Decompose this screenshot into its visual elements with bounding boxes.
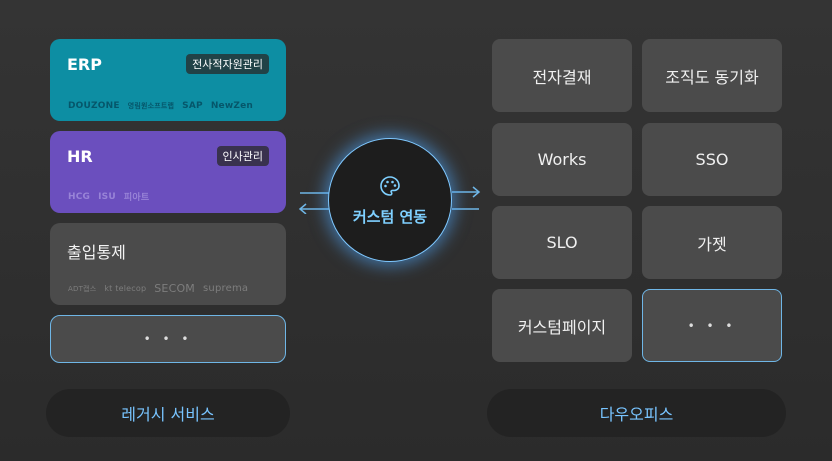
access-control-card: 출입통제 ADT캡스 kt telecop SECOM suprema: [50, 223, 286, 305]
tile-approval: 전자결재: [492, 39, 632, 112]
legacy-service-label: 레거시 서비스: [46, 389, 290, 437]
hr-title: HR: [67, 147, 93, 166]
newzen-logo: NewZen: [210, 101, 254, 111]
younglimwon-logo: 영림원소프트랩: [127, 102, 175, 110]
hr-badge: 인사관리: [216, 146, 269, 166]
custom-integration-hub: 커스텀 연동: [328, 138, 452, 262]
douzone-logo: DOUZONE: [68, 101, 120, 111]
access-control-logos: ADT캡스 kt telecop SECOM suprema: [68, 282, 248, 295]
erp-card: ERP 전사적자원관리 DOUZONE 영림원소프트랩 SAP NewZen: [50, 39, 286, 121]
left-arrows: [298, 192, 330, 214]
sap-logo: SAP: [182, 101, 203, 111]
tile-more: • • •: [642, 289, 782, 362]
secom-logo: SECOM: [154, 282, 195, 295]
hr-card: HR 인사관리 HCG ISU 피아트: [50, 131, 286, 213]
isu-logo: ISU: [98, 191, 116, 202]
access-control-title: 출입통제: [67, 243, 126, 262]
tile-sso: SSO: [642, 123, 782, 196]
suprema-logo: suprema: [203, 283, 249, 294]
adt-caps-logo: ADT캡스: [68, 284, 97, 293]
tile-org-sync: 조직도 동기화: [642, 39, 782, 112]
daou-office-label: 다우오피스: [487, 389, 786, 437]
erp-badge: 전사적자원관리: [186, 54, 269, 74]
piat-logo: 피아트: [123, 193, 150, 203]
hcg-logo: HCG: [68, 191, 91, 202]
kt-telecop-logo: kt telecop: [104, 284, 147, 293]
tile-custom-page: 커스텀페이지: [492, 289, 632, 362]
erp-logos: DOUZONE 영림원소프트랩 SAP NewZen: [68, 101, 253, 111]
tile-works: Works: [492, 123, 632, 196]
palette-icon: [380, 175, 400, 196]
legacy-more-box: • • •: [50, 315, 286, 363]
tile-gadget: 가젯: [642, 206, 782, 279]
right-arrows: [452, 186, 481, 210]
tile-slo: SLO: [492, 206, 632, 279]
hr-logos: HCG ISU 피아트: [68, 190, 150, 204]
hub-label: 커스텀 연동: [352, 207, 428, 226]
erp-title: ERP: [67, 55, 102, 74]
